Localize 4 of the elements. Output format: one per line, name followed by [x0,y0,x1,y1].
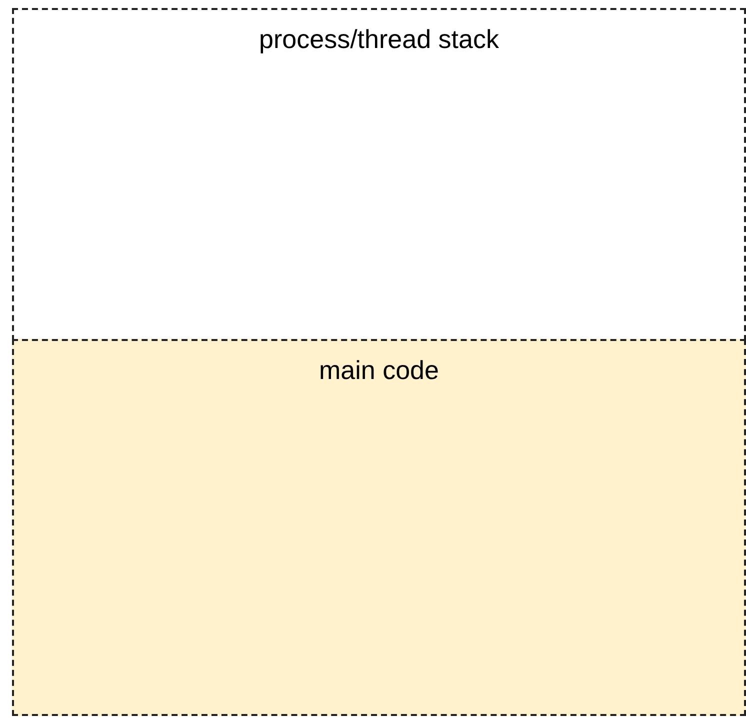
memory-region [12,8,746,341]
region-label: process/thread stack [259,24,499,55]
memory-region [12,339,746,716]
region-label: main code [319,355,439,386]
